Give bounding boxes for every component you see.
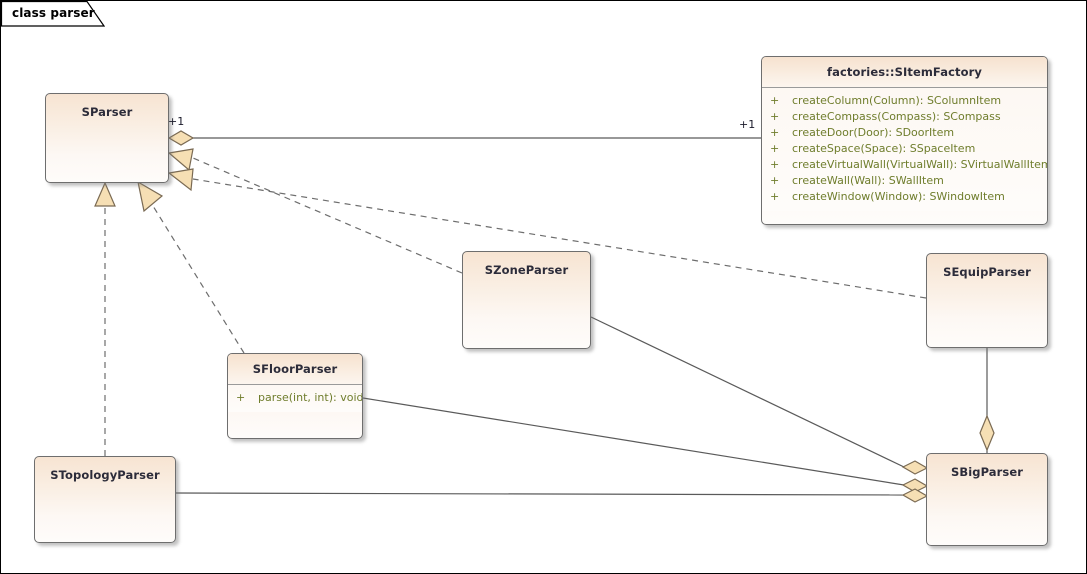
- member-row: + createColumn(Column): SColumnItem: [762, 93, 1047, 109]
- class-name-sitemfactory: factories::SItemFactory: [827, 65, 982, 79]
- class-box-sequipparser[interactable]: SEquipParser: [926, 253, 1048, 348]
- frame-title-tab: class parser: [1, 1, 105, 28]
- visibility-marker: +: [236, 391, 246, 404]
- member-row: + createWindow(Window): SWindowItem: [762, 189, 1047, 205]
- visibility-marker: +: [770, 94, 780, 107]
- class-box-sbigparser[interactable]: SBigParser: [926, 453, 1048, 546]
- class-name-szoneparser: SZoneParser: [484, 263, 569, 277]
- class-members-sitemfactory: + createColumn(Column): SColumnItem + crea…: [762, 88, 1047, 211]
- edge-stopologyparser-sparser: [94, 181, 116, 456]
- class-header-sfloorparser: SFloorParser: [228, 354, 362, 385]
- class-name-sequipparser: SEquipParser: [943, 265, 1031, 279]
- visibility-marker: +: [770, 110, 780, 123]
- member-signature: createVirtualWall(VirtualWall): SVirtual…: [792, 158, 1048, 171]
- member-signature: createCompass(Compass): SCompass: [792, 110, 1001, 123]
- member-row: + createSpace(Space): SSpaceItem: [762, 141, 1047, 157]
- class-box-sitemfactory[interactable]: factories::SItemFactory + createColumn(Co…: [761, 56, 1048, 225]
- class-box-sparser[interactable]: SParser: [45, 93, 169, 183]
- class-members-sfloorparser: + parse(int, int): void: [228, 385, 362, 412]
- multiplicity-label-source: +1: [168, 115, 185, 128]
- member-row: + parse(int, int): void: [228, 390, 362, 406]
- member-signature: createSpace(Space): SSpaceItem: [792, 142, 976, 155]
- multiplicity-label-target: +1: [739, 118, 756, 131]
- member-signature: createWall(Wall): SWallItem: [792, 174, 944, 187]
- member-signature: parse(int, int): void: [258, 391, 363, 404]
- visibility-marker: +: [770, 174, 780, 187]
- class-box-szoneparser[interactable]: SZoneParser: [462, 251, 591, 349]
- edge-sparser-sitemfactory: [167, 130, 761, 146]
- class-name-stopologyparser: STopologyParser: [50, 468, 160, 482]
- member-row: + createVirtualWall(VirtualWall): SVirtua…: [762, 157, 1047, 173]
- class-header-sitemfactory: factories::SItemFactory: [762, 57, 1047, 88]
- member-row: + createDoor(Door): SDoorItem: [762, 125, 1047, 141]
- member-row: + createCompass(Compass): SCompass: [762, 109, 1047, 125]
- member-signature: createColumn(Column): SColumnItem: [792, 94, 1002, 107]
- edge-szoneparser-sbigparser: [590, 316, 929, 475]
- edge-sfloorparser-sbigparser: [362, 397, 929, 493]
- visibility-marker: +: [770, 158, 780, 171]
- visibility-marker: +: [770, 190, 780, 203]
- class-name-sbigparser: SBigParser: [950, 465, 1024, 479]
- visibility-marker: +: [770, 142, 780, 155]
- edge-sfloorparser-sparser: [137, 180, 245, 354]
- class-box-stopologyparser[interactable]: STopologyParser: [34, 456, 176, 543]
- edge-sequipparser-sbigparser: [979, 348, 995, 453]
- member-row: + createWall(Wall): SWallItem: [762, 173, 1047, 189]
- edge-stopologyparser-sbigparser: [175, 488, 929, 503]
- edge-sequipparser-sparser: [167, 168, 927, 299]
- member-signature: createWindow(Window): SWindowItem: [792, 190, 1005, 203]
- edge-szoneparser-sparser: [167, 148, 463, 274]
- frame-title-label: class parser: [12, 6, 95, 20]
- class-name-sfloorparser: SFloorParser: [252, 362, 338, 376]
- class-box-sfloorparser[interactable]: SFloorParser + parse(int, int): void: [227, 353, 363, 439]
- member-signature: createDoor(Door): SDoorItem: [792, 126, 955, 139]
- visibility-marker: +: [770, 126, 780, 139]
- frame-tab-shape: [1, 1, 105, 27]
- class-name-sparser: SParser: [81, 105, 133, 119]
